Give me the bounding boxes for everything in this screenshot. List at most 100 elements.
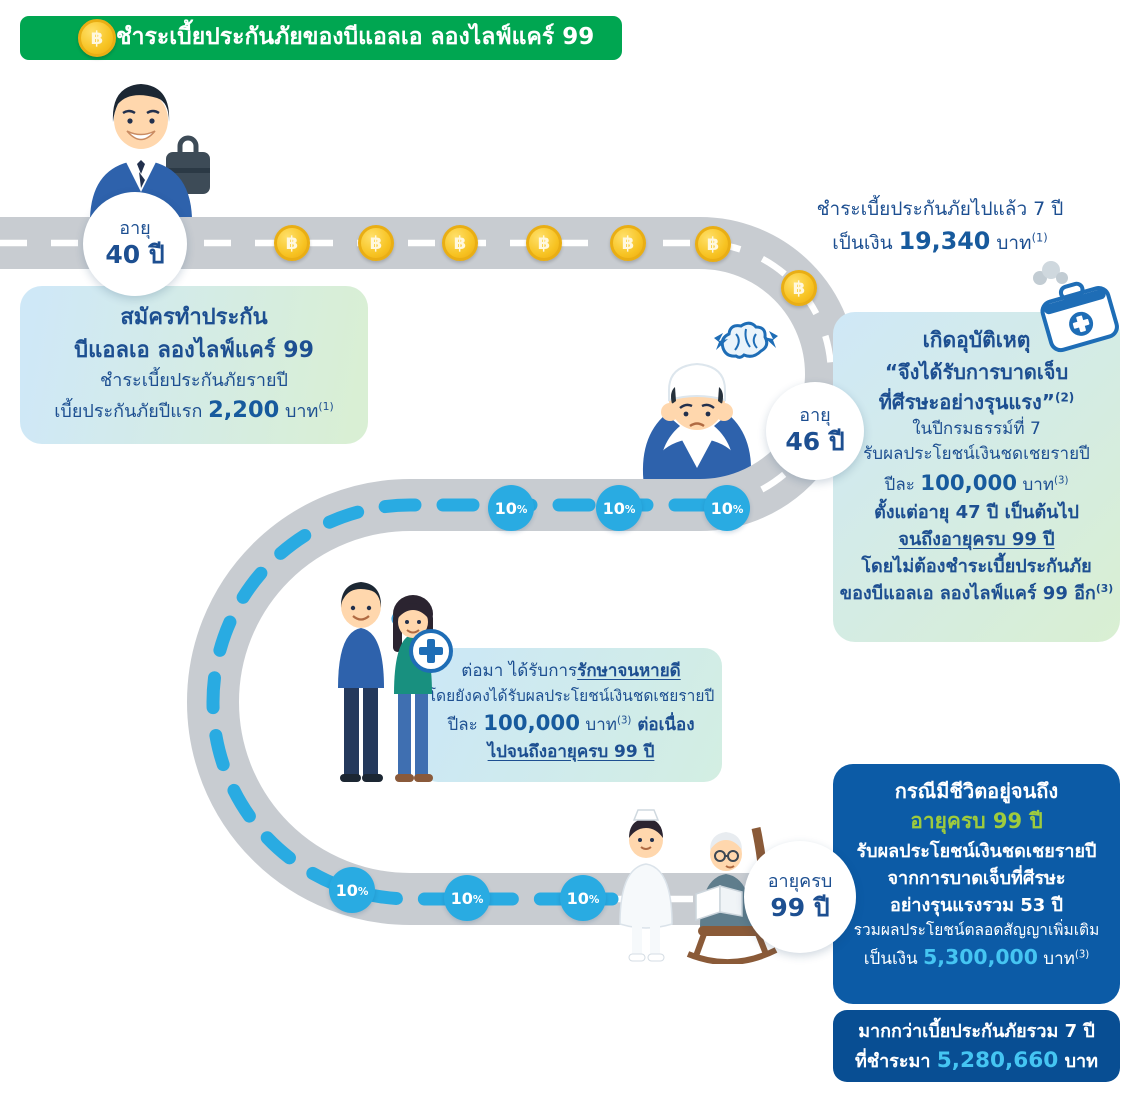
benefit-line5: อย่างรุนแรงรวม 53 ปี bbox=[890, 894, 1063, 916]
percent-value: 10 bbox=[566, 888, 589, 908]
injured-man-illustration bbox=[642, 321, 778, 486]
accident-title: เกิดอุบัติเหตุ bbox=[922, 328, 1031, 352]
annual-benefit-amount: 100,000 bbox=[920, 470, 1018, 496]
benefit-age-line: อายุครบ 99 ปี bbox=[910, 809, 1043, 833]
couple-illustration bbox=[338, 582, 433, 782]
total-benefit-line: เป็นเงิน 5,300,000 บาท(3) bbox=[863, 944, 1090, 969]
brain-concussion-icon bbox=[714, 321, 778, 359]
lightning-bolt-icon bbox=[764, 331, 778, 348]
percent-value: 10 bbox=[494, 498, 517, 518]
annual-benefit-10-percent-badge: 10% bbox=[560, 875, 606, 921]
annual-benefit-10-percent-badge: 10% bbox=[444, 875, 490, 921]
waiver-line2: ของบีแอลเอ ลองไลฟ์แคร์ 99 อีก(3) bbox=[839, 582, 1114, 605]
recovery-until-line: ไปจนถึงอายุครบ 99 ปี bbox=[487, 741, 655, 762]
age-46-value: 46 ปี bbox=[785, 427, 845, 457]
road-surface bbox=[0, 217, 857, 925]
footnote-ref: (1) bbox=[318, 400, 334, 413]
benefit-title-line: กรณีมีชีวิตอยู่จนถึง bbox=[894, 779, 1059, 803]
annual-benefit-amount-line: ปีละ 100,000 บาท(3) bbox=[884, 470, 1069, 496]
first-year-premium-line: เบี้ยประกันภัยปีแรก 2,200 บาท(1) bbox=[54, 397, 334, 423]
benefit-summary-box: กรณีมีชีวิตอยู่จนถึง อายุครบ 99 ปี รับผล… bbox=[833, 764, 1120, 1004]
paid-premium-amount-line: เป็นเงิน 19,340 บาท(1) bbox=[832, 226, 1048, 255]
head-bandage bbox=[668, 362, 726, 402]
premium-coin-icon: ฿ bbox=[526, 225, 562, 261]
percent-value: 10 bbox=[710, 498, 733, 518]
premium-coin-icon: ฿ bbox=[358, 225, 394, 261]
recovery-line2: โดยยังคงได้รับผลประโยชน์เงินชดเชยรายปี bbox=[427, 686, 715, 705]
paid-total-amount: 5,280,660 bbox=[936, 1048, 1059, 1073]
percent-value: 10 bbox=[450, 888, 473, 908]
signup-box: สมัครทำประกัน บีแอลเอ ลองไลฟ์แคร์ 99 ชำร… bbox=[20, 286, 368, 444]
footnote-ref: (3) bbox=[1054, 474, 1069, 486]
premium-comparison-box: มากกว่าเบี้ยประกันภัยรวม 7 ปี ที่ชำระมา … bbox=[833, 1010, 1120, 1082]
first-year-premium-amount: 2,200 bbox=[208, 397, 280, 423]
percent-sign: % bbox=[472, 894, 484, 906]
footnote-ref: (3) bbox=[616, 715, 632, 727]
recovery-box: ต่อมา ได้รับการรักษาจนหายดี โดยยังคงได้ร… bbox=[420, 648, 722, 782]
paid-amount: 19,340 bbox=[898, 226, 991, 255]
benefit-line3: รับผลประโยชน์เงินชดเชยรายปี bbox=[856, 840, 1097, 862]
age-40-label: อายุ bbox=[119, 217, 151, 239]
age-46-label: อายุ bbox=[799, 404, 831, 426]
waiver-line1: โดยไม่ต้องชำระเบี้ยประกันภัย bbox=[861, 556, 1092, 578]
age-40-milestone: อายุ 40 ปี bbox=[83, 192, 187, 296]
benefit-period-dashes bbox=[206, 498, 712, 906]
accident-box: เกิดอุบัติเหตุ “จึงได้รับการบาดเจ็บ ที่ศ… bbox=[833, 312, 1120, 642]
policy-year-line: ในปีกรมธรรม์ที่ 7 bbox=[912, 418, 1041, 439]
signup-title-line1: สมัครทำประกัน bbox=[120, 305, 268, 330]
from-age-line: ตั้งแต่อายุ 47 ปี เป็นต้นไป bbox=[874, 502, 1079, 524]
comparison-line1: มากกว่าเบี้ยประกันภัยรวม 7 ปี bbox=[858, 1021, 1095, 1042]
premium-coin-icon: ฿ bbox=[442, 225, 478, 261]
signup-title-line2: บีแอลเอ ลองไลฟ์แคร์ 99 bbox=[74, 338, 314, 363]
lightning-bolt-icon bbox=[714, 333, 728, 350]
percent-value: 10 bbox=[602, 498, 625, 518]
recovered-text: รักษาจนหายดี bbox=[577, 661, 681, 681]
first-aid-kit-illustration bbox=[1033, 261, 1119, 353]
medical-cross-icon bbox=[409, 629, 453, 673]
benefit-line4: จากการบาดเจ็บที่ศีรษะ bbox=[887, 867, 1066, 889]
header-banner: ฿ ชำระเบี้ยประกันภัยของบีแอลเอ ลองไลฟ์แค… bbox=[20, 16, 623, 60]
age-46-milestone: อายุ 46 ปี bbox=[766, 382, 864, 480]
nurse-figure bbox=[619, 863, 673, 929]
annual-benefit-10-percent-badge: 10% bbox=[596, 485, 642, 531]
footnote-ref: (3) bbox=[1095, 582, 1114, 596]
rocking-chair bbox=[686, 947, 778, 964]
recovery-line1: ต่อมา ได้รับการรักษาจนหายดี bbox=[461, 661, 681, 681]
nurse-elderly-illustration bbox=[619, 809, 778, 964]
percent-sign: % bbox=[588, 894, 600, 906]
premium-coin-icon: ฿ bbox=[781, 270, 817, 306]
premium-coin-icon: ฿ bbox=[695, 226, 731, 262]
page-title: ชำระเบี้ยประกันภัยของบีแอลเอ ลองไลฟ์แคร์… bbox=[116, 24, 595, 51]
percent-sign: % bbox=[357, 886, 369, 898]
comparison-line2: ที่ชำระมา 5,280,660 บาท bbox=[854, 1048, 1099, 1073]
age-99-label: อายุครบ bbox=[767, 870, 833, 892]
total-benefit-amount: 5,300,000 bbox=[923, 944, 1038, 969]
signup-detail: ชำระเบี้ยประกันภัยรายปี bbox=[100, 370, 288, 391]
annual-benefit-10-percent-badge: 10% bbox=[704, 485, 750, 531]
benefit-line: รับผลประโยชน์เงินชดเชยรายปี bbox=[863, 444, 1090, 464]
premium-coin-icon: ฿ bbox=[274, 225, 310, 261]
age-99-value: 99 ปี bbox=[770, 893, 830, 923]
paid-premium-line: ชำระเบี้ยประกันภัยไปแล้ว 7 ปี bbox=[816, 198, 1064, 220]
baht-coin-icon: ฿ bbox=[78, 19, 116, 57]
annual-benefit-10-percent-badge: 10% bbox=[488, 485, 534, 531]
benefit-line6: รวมผลประโยชน์ตลอดสัญญาเพิ่มเติม bbox=[853, 920, 1100, 939]
accident-quote-line2: ที่ศีรษะอย่างรุนแรง”(2) bbox=[878, 389, 1075, 414]
accident-quote-line1: “จึงได้รับการบาดเจ็บ bbox=[884, 359, 1069, 384]
premium-coin-icon: ฿ bbox=[610, 225, 646, 261]
until-age-line: จนถึงอายุครบ 99 ปี bbox=[898, 529, 1055, 551]
percent-sign: % bbox=[732, 504, 744, 516]
footnote-ref: (1) bbox=[1031, 230, 1048, 245]
paid-premium-note: ชำระเบี้ยประกันภัยไปแล้ว 7 ปี เป็นเงิน 1… bbox=[800, 196, 1080, 258]
percent-value: 10 bbox=[335, 880, 358, 900]
age-99-milestone: อายุครบ 99 ปี bbox=[744, 841, 856, 953]
percent-sign: % bbox=[624, 504, 636, 516]
recovery-benefit-amount: 100,000 bbox=[483, 710, 581, 736]
recovery-amount-line: ปีละ 100,000 บาท(3) ต่อเนื่อง bbox=[447, 710, 695, 736]
annual-benefit-10-percent-badge: 10% bbox=[329, 867, 375, 913]
nurse-cap bbox=[632, 809, 660, 821]
age-40-value: 40 ปี bbox=[105, 240, 165, 270]
percent-sign: % bbox=[516, 504, 528, 516]
footnote-ref: (2) bbox=[1054, 389, 1075, 404]
